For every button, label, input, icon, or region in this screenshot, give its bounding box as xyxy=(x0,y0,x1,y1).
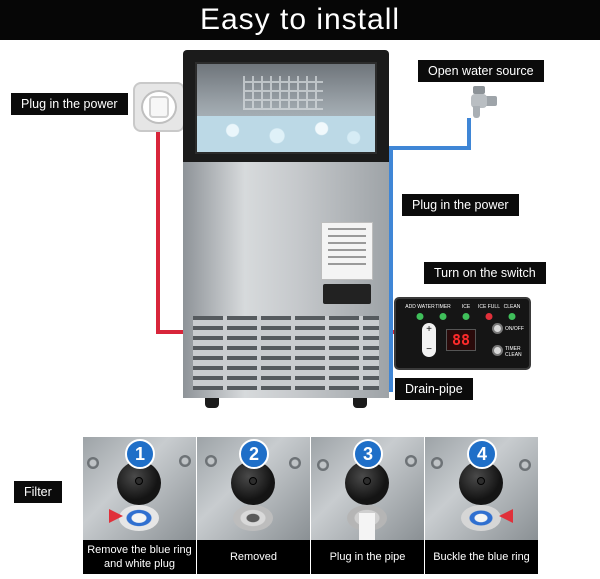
plus-icon: + xyxy=(426,324,432,335)
faucet-spout xyxy=(473,106,480,118)
foot-right xyxy=(353,398,367,408)
machine-control-panel xyxy=(323,284,371,304)
timer-clean-button xyxy=(492,345,503,356)
ice-maker-body xyxy=(183,162,389,398)
digital-display: 88 xyxy=(446,329,476,351)
step-number-badge: 1 xyxy=(125,439,155,469)
step-number-badge: 3 xyxy=(353,439,383,469)
indicator-led xyxy=(439,313,447,320)
onoff-label: ON/OFF xyxy=(505,326,524,332)
indicator-led xyxy=(485,313,493,320)
arrow-icon xyxy=(109,509,123,523)
blue-ring-fitting xyxy=(461,505,501,531)
step-caption: Remove the blue ring and white plug xyxy=(87,544,192,570)
screw-icon xyxy=(289,457,301,469)
step-card-2: 2 Removed xyxy=(197,437,310,574)
label-drain-pipe: Drain-pipe xyxy=(395,378,473,400)
faucet-pipe xyxy=(483,96,497,106)
power-cord-horizontal xyxy=(156,330,186,334)
step-number-badge: 2 xyxy=(239,439,269,469)
step-caption: Plug in the pipe xyxy=(329,551,406,563)
screw-icon xyxy=(405,455,417,467)
water-pipe-drop xyxy=(467,118,471,150)
power-cord-vertical xyxy=(156,132,160,334)
faucet-handle xyxy=(473,86,485,94)
page-title: Easy to install xyxy=(199,3,401,36)
ice-maker-top xyxy=(183,50,389,162)
wall-socket xyxy=(133,82,185,132)
water-pipe-vertical xyxy=(389,146,393,392)
indicator-label: ADD WATER xyxy=(405,304,435,310)
screw-icon xyxy=(431,457,443,469)
vent-grille-dividers xyxy=(193,316,379,390)
label-plug-power-right: Plug in the power xyxy=(402,194,519,216)
indicator-led xyxy=(416,313,424,320)
step-number-badge: 4 xyxy=(467,439,497,469)
control-panel-closeup: ADD WATER TIMER ICE ICE FULL CLEAN + − 8… xyxy=(394,297,531,370)
screw-icon xyxy=(205,455,217,467)
label-filter: Filter xyxy=(14,481,62,503)
indicator-label: TIMER xyxy=(435,304,451,310)
water-pipe-top xyxy=(389,146,471,150)
minus-icon: − xyxy=(426,344,432,355)
arrow-icon xyxy=(499,509,513,523)
screw-icon xyxy=(317,459,329,471)
ice-mold xyxy=(243,76,323,110)
label-plug-power-left: Plug in the power xyxy=(11,93,128,115)
spec-label xyxy=(321,222,373,280)
label-water-source: Open water source xyxy=(418,60,544,82)
screw-icon xyxy=(519,459,531,471)
step-caption: Buckle the blue ring xyxy=(433,551,530,563)
screw-icon xyxy=(87,457,99,469)
screw-icon xyxy=(179,455,191,467)
indicator-label: ICE xyxy=(461,304,471,310)
faucet-body xyxy=(471,94,487,108)
plug xyxy=(149,96,169,118)
step-card-1: 1 Remove the blue ring and white plug xyxy=(83,437,196,574)
open-fitting xyxy=(233,505,273,531)
indicator-label: CLEAN xyxy=(503,304,521,310)
foot-left xyxy=(205,398,219,408)
white-pipe xyxy=(359,513,375,540)
step-card-3: 3 Plug in the pipe xyxy=(311,437,424,574)
timer-clean-label: TIMER CLEAN xyxy=(505,346,522,358)
onoff-button xyxy=(492,323,503,334)
ice-cubes xyxy=(197,116,375,152)
ice-maker xyxy=(183,50,389,408)
indicator-led xyxy=(508,313,516,320)
indicator-label: ICE FULL xyxy=(478,304,500,310)
plus-minus-button: + − xyxy=(422,323,436,357)
step-card-4: 4 Buckle the blue ring xyxy=(425,437,538,574)
faucet-icon xyxy=(463,84,497,124)
step-caption: Removed xyxy=(229,551,278,563)
indicator-led xyxy=(462,313,470,320)
label-switch: Turn on the switch xyxy=(424,262,546,284)
blue-ring-fitting xyxy=(119,505,159,531)
title-bar: Easy to install xyxy=(0,0,600,40)
